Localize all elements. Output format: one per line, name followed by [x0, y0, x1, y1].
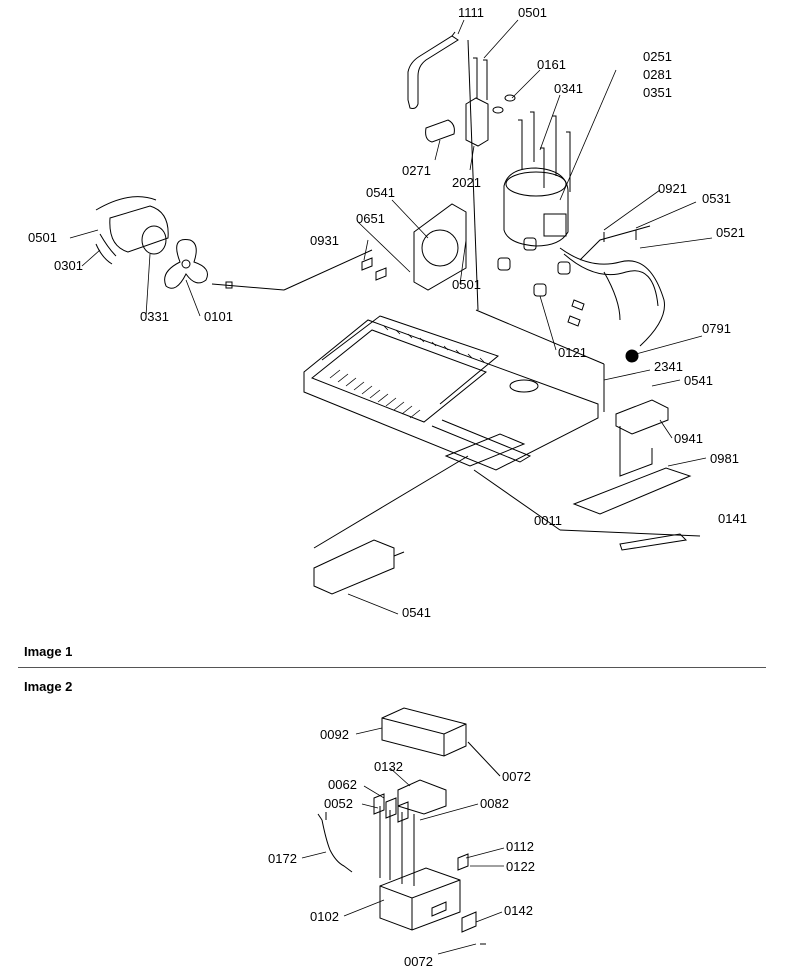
part-label: 0142: [504, 903, 533, 918]
mount-bracket-part: [615, 399, 669, 435]
part-label: 0281: [643, 67, 672, 82]
part-label: 0172: [268, 851, 297, 866]
part-label: 0092: [320, 727, 349, 742]
image2-caption: Image 2: [24, 679, 73, 694]
control-module-part: [313, 539, 395, 595]
part-label: 0161: [537, 57, 566, 72]
part-label: 0052: [324, 796, 353, 811]
capacitor-part: [425, 119, 455, 143]
base-box-part: [379, 867, 461, 931]
part-label: 0072: [502, 769, 531, 784]
part-label: 0501: [28, 230, 57, 245]
wiring-harness-part: [559, 225, 665, 347]
part-label: 0541: [366, 185, 395, 200]
fan-shroud-part: [413, 203, 467, 291]
part-label: 0082: [480, 796, 509, 811]
part-label: 0941: [674, 431, 703, 446]
relay-switches: [373, 793, 409, 823]
part-label: 1111: [458, 5, 485, 20]
handle-part: [407, 35, 459, 109]
part-label: 0541: [402, 605, 431, 620]
part-label: 2341: [654, 359, 683, 374]
part-label: 0531: [702, 191, 731, 206]
part-label: 0651: [356, 211, 385, 226]
part-label: 0921: [658, 181, 687, 196]
part-label: 0072: [404, 954, 433, 969]
part-label: 0541: [684, 373, 713, 388]
part-label: 0062: [328, 777, 357, 792]
part-label: 0501: [452, 277, 481, 292]
part-label: 0501: [518, 5, 547, 20]
part-label: 0102: [310, 909, 339, 924]
part-label: 0341: [554, 81, 583, 96]
part-label: 0351: [643, 85, 672, 100]
drain-pan-part: [572, 426, 692, 515]
control-box-cover: [381, 707, 467, 757]
part-label: 0791: [702, 321, 731, 336]
part-label: 0981: [710, 451, 739, 466]
part-label: 0331: [140, 309, 169, 324]
relay-plate: [397, 779, 447, 815]
part-label: 0011: [534, 513, 562, 528]
part-label: 0121: [558, 345, 587, 360]
power-cord-part: [321, 819, 353, 873]
bracket-part: [465, 97, 489, 147]
fan-motor-part: [109, 205, 169, 253]
condenser-base: [303, 319, 599, 471]
part-label: 0301: [54, 258, 83, 273]
part-label: 0271: [402, 163, 431, 178]
part-label: 0132: [374, 759, 403, 774]
part-label: 0251: [643, 49, 672, 64]
image1-caption: Image 1: [24, 644, 73, 659]
part-label: 0122: [506, 859, 535, 874]
part-label: 0112: [506, 839, 534, 854]
fan-blade-part: [164, 238, 208, 289]
part-label: 0101: [204, 309, 233, 324]
compressor-part: [503, 167, 569, 247]
part-label: 2021: [452, 175, 481, 190]
part-label: 0931: [310, 233, 339, 248]
section-divider: [18, 667, 766, 668]
part-label: 0141: [718, 511, 747, 526]
part-label: 0521: [716, 225, 745, 240]
